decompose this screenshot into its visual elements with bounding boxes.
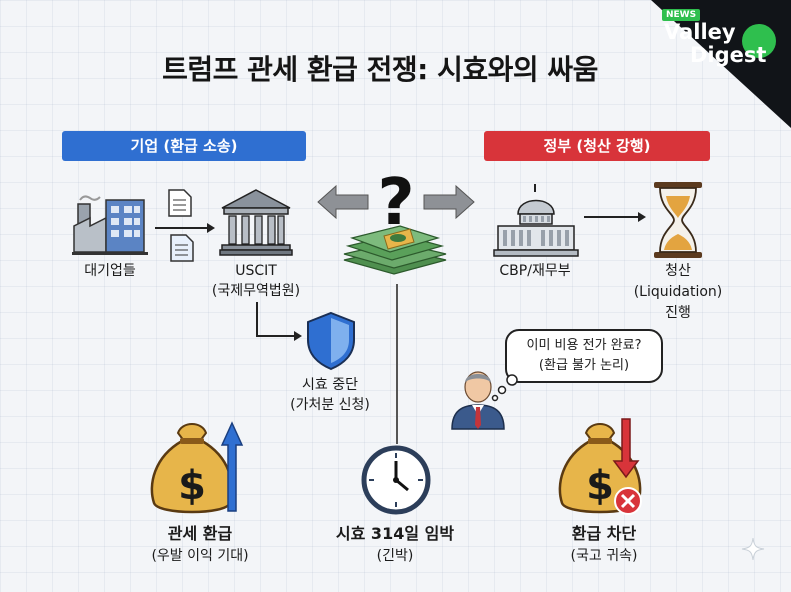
block-sub-label: (국고 귀속)	[570, 548, 638, 564]
clock-sub-label: (긴박)	[376, 548, 414, 564]
arrow-to-uscit	[155, 223, 215, 233]
page-title: 트럼프 관세 환급 전쟁: 시효와의 싸움	[162, 53, 598, 86]
liquidation-line3: 진행	[665, 305, 691, 321]
brand-digest: Digest	[690, 43, 767, 67]
sparkle-icon	[741, 537, 765, 561]
center-divider-line	[396, 284, 398, 444]
hourglass-icon	[654, 182, 702, 258]
left-gray-arrow	[317, 184, 369, 220]
clock-title-label: 시효 314일 임박	[335, 524, 455, 543]
liquidation-line2: (Liquidation)	[633, 284, 723, 300]
speech-line2: (환급 불가 논리)	[538, 358, 630, 373]
document-icon	[170, 234, 194, 262]
capitol-icon	[493, 184, 579, 257]
uscit-label: USCIT	[235, 263, 277, 279]
liquidation-line1: 청산	[665, 263, 691, 279]
speech-line1: 이미 비용 전가 완료?	[526, 338, 642, 353]
thought-dots	[491, 374, 518, 402]
clock-icon	[361, 445, 431, 515]
moneybag-up-icon: $	[150, 421, 244, 514]
courthouse-icon	[219, 189, 293, 256]
cash-icon	[343, 225, 447, 275]
document-icon	[168, 189, 192, 217]
moneybag-blocked-icon: $	[558, 418, 642, 515]
stay-sub-label: (가처분 신청)	[290, 397, 370, 413]
brand-valley: Valley	[664, 20, 736, 44]
right-header-pill: 정부 (청산 강행)	[484, 131, 710, 161]
shield-icon	[307, 311, 355, 371]
brand-corner	[651, 0, 791, 128]
svg-text:$: $	[586, 463, 614, 509]
uscit-sub-label: (국제무역법원)	[211, 283, 301, 299]
refund-title-label: 관세 환급	[167, 524, 233, 543]
arrow-to-liquidation	[584, 212, 646, 222]
block-title-label: 환급 차단	[571, 524, 637, 543]
speech-bubble: 이미 비용 전가 완료? (환급 불가 논리)	[505, 329, 663, 383]
companies-label: 대기업들	[84, 263, 136, 279]
brand-dot	[742, 24, 776, 58]
left-header-pill: 기업 (환급 소송)	[62, 131, 306, 161]
svg-text:$: $	[178, 463, 206, 509]
factory-icon	[72, 195, 148, 255]
cbp-label: CBP/재무부	[499, 263, 571, 279]
arrow-to-stay	[256, 302, 302, 341]
stay-title-label: 시효 중단	[302, 377, 358, 393]
brand-news-tag: NEWS	[662, 9, 701, 21]
official-icon	[451, 371, 505, 430]
refund-sub-label: (우발 이익 기대)	[151, 548, 249, 564]
right-gray-arrow	[423, 184, 475, 220]
